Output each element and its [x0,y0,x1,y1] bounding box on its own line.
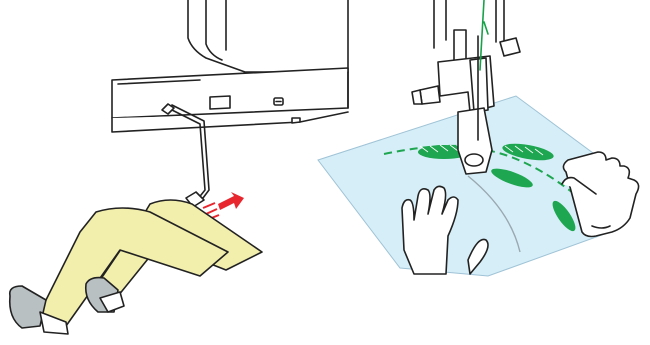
legs-icon [10,200,262,334]
machine-body-icon [112,0,348,132]
